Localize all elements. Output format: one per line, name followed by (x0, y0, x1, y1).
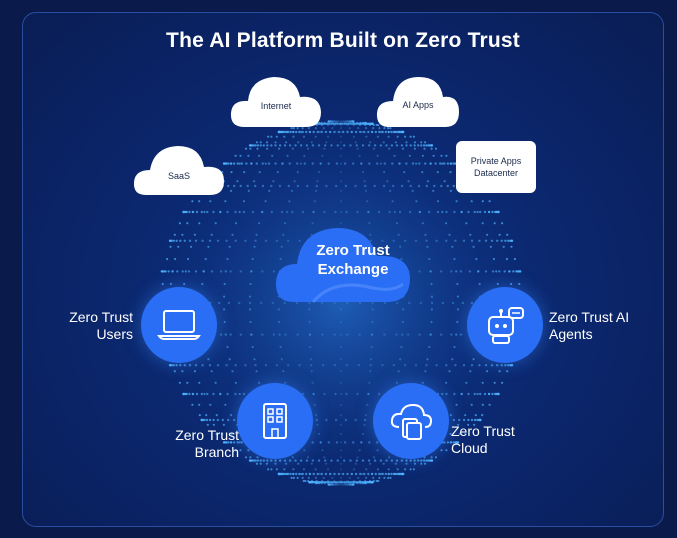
private-apps-line2: Datacenter (473, 168, 519, 178)
cloud-apps-icon (390, 403, 433, 440)
diagram-frame: The AI Platform Built on Zero Trust Inte… (22, 12, 664, 527)
users-label-line2: Users (96, 326, 133, 342)
users-node (141, 287, 217, 363)
laptop-icon (157, 310, 201, 340)
cloud-label-internet: Internet (260, 101, 292, 111)
cloud-label-saas: SaaS (167, 171, 191, 181)
branch-label: Zero Trust Branch (133, 427, 239, 461)
internet-cloud-icon (230, 77, 321, 127)
building-icon (263, 403, 287, 439)
ai-agents-node (467, 287, 543, 363)
users-label: Zero Trust Users (41, 309, 133, 343)
branch-label-line2: Branch (194, 444, 239, 460)
cloud-node (373, 383, 449, 459)
cloud-label-line2: Cloud (451, 440, 488, 456)
private-apps-box: Private Apps Datacenter (456, 141, 536, 193)
ai-agents-label-line2: Agents (549, 326, 593, 342)
hub-line1: Zero Trust (316, 242, 390, 259)
exchange-cloud-icon (275, 228, 410, 303)
private-apps-line1: Private Apps (470, 156, 522, 166)
cloud-label-ai-apps: AI Apps (402, 100, 434, 110)
saas-cloud-icon (133, 146, 224, 195)
hub-line2: Exchange (317, 261, 389, 278)
users-label-line1: Zero Trust (69, 309, 133, 325)
ai-apps-cloud-icon (376, 77, 459, 127)
cloud-label-line1: Zero Trust (451, 423, 515, 439)
cloud-label: Zero Trust Cloud (451, 423, 551, 457)
ai-agents-label: Zero Trust AI Agents (549, 309, 653, 343)
branch-node (237, 383, 313, 459)
hub-label: Zero Trust Exchange (278, 241, 428, 279)
page-title: The AI Platform Built on Zero Trust (166, 29, 520, 52)
robot-icon (488, 307, 524, 344)
ai-agents-label-line1: Zero Trust AI (549, 309, 630, 325)
branch-label-line1: Zero Trust (175, 427, 239, 443)
